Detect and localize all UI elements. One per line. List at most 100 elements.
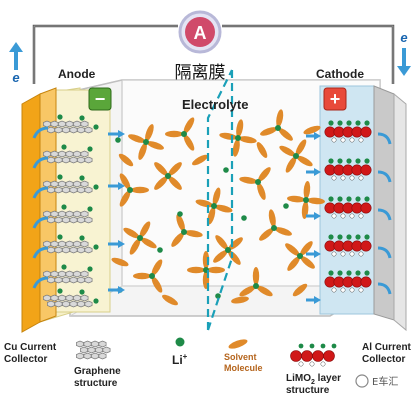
li-ion bbox=[61, 144, 67, 150]
solvent-molecule bbox=[146, 141, 164, 150]
solvent-molecule bbox=[118, 153, 134, 167]
li-ion bbox=[181, 229, 187, 235]
li-ion bbox=[337, 234, 343, 240]
metal-atom bbox=[349, 137, 355, 143]
graphene-label-1: Graphene bbox=[74, 366, 121, 377]
li-ion bbox=[303, 197, 309, 203]
li-ion bbox=[157, 247, 163, 253]
li-ion bbox=[61, 264, 67, 270]
solvent-molecule bbox=[119, 190, 131, 207]
graphene-hexagon bbox=[62, 156, 70, 164]
graphene-hexagon bbox=[80, 120, 89, 128]
limo2-label-1: LiMO2 layer bbox=[286, 373, 341, 386]
collector-flow-arrow bbox=[32, 186, 49, 199]
li-ion bbox=[223, 167, 229, 173]
li-ion bbox=[235, 135, 241, 141]
graphene-hexagon bbox=[77, 156, 85, 164]
electron-label-right: e bbox=[400, 30, 407, 45]
graphene-hexagon bbox=[65, 180, 74, 188]
metal-atom bbox=[331, 251, 337, 257]
li-ion bbox=[61, 204, 67, 210]
graphene-hexagon bbox=[77, 186, 85, 194]
external-circuit bbox=[32, 24, 395, 84]
solvent-molecule bbox=[145, 124, 154, 142]
solvent-cluster bbox=[219, 119, 257, 157]
solvent-molecule bbox=[171, 232, 184, 247]
li-ion bbox=[346, 234, 352, 240]
graphene-hexagon bbox=[84, 156, 93, 164]
graphene-hexagon bbox=[73, 210, 81, 218]
arrow-up-icon bbox=[9, 42, 23, 52]
solvent-cluster bbox=[187, 251, 225, 289]
graphene-hexagon bbox=[73, 270, 81, 278]
graphene-hexagon bbox=[54, 126, 63, 134]
al-collector-label-2: Collector bbox=[362, 354, 405, 365]
collector-flow-arrow bbox=[377, 208, 392, 221]
metal-atom bbox=[340, 287, 346, 293]
li-ion bbox=[177, 211, 183, 217]
electron-label-left: e bbox=[12, 70, 19, 85]
arrow-right-icon bbox=[118, 240, 125, 248]
graphene-hexagon bbox=[73, 150, 81, 158]
solvent-molecule bbox=[239, 285, 256, 297]
cu-collector-label-2: Collector bbox=[4, 354, 47, 365]
graphene-hexagon bbox=[50, 150, 59, 158]
li-ion bbox=[79, 175, 85, 181]
watermark-icon bbox=[355, 374, 369, 388]
metal-atom bbox=[358, 175, 364, 181]
graphene-hexagon bbox=[77, 216, 85, 224]
solvent-cluster bbox=[165, 117, 195, 151]
graphene-hexagon bbox=[58, 270, 66, 278]
solvent-molecule bbox=[236, 119, 244, 138]
graphene-hexagon bbox=[43, 240, 51, 248]
graphene-hexagon bbox=[50, 210, 59, 218]
legend-solvent-icon bbox=[228, 339, 248, 349]
graphene-hexagon bbox=[65, 210, 74, 218]
graphene-hexagon bbox=[47, 186, 55, 194]
li-ion bbox=[225, 247, 231, 253]
ammeter: A bbox=[178, 10, 222, 54]
li-ion bbox=[337, 158, 343, 164]
solvent-cluster bbox=[123, 221, 157, 255]
electron-flow-left: e bbox=[9, 42, 23, 85]
watermark-label: E车汇 bbox=[372, 375, 398, 388]
solvent-molecule bbox=[287, 256, 300, 271]
solvent-molecules bbox=[111, 109, 325, 306]
graphene-hexagon bbox=[80, 180, 89, 188]
solvent-molecule bbox=[252, 267, 260, 285]
solvent-molecule bbox=[123, 227, 140, 239]
solvent-cluster bbox=[259, 209, 292, 241]
solvent-molecule bbox=[300, 241, 313, 256]
solvent-cluster bbox=[239, 167, 271, 200]
li-ion bbox=[337, 270, 343, 276]
solvent-molecule bbox=[139, 221, 151, 238]
legend-limo2-icon bbox=[290, 343, 337, 367]
li-ion bbox=[328, 158, 334, 164]
limo2-label-2: structure bbox=[286, 385, 330, 396]
li-ion bbox=[328, 270, 334, 276]
oxygen-atom bbox=[360, 202, 372, 214]
graphene-hexagon bbox=[65, 150, 74, 158]
metal-atom bbox=[358, 137, 364, 143]
minus-symbol: − bbox=[95, 89, 106, 109]
solvent-cluster bbox=[239, 267, 273, 297]
solvent-molecule bbox=[278, 128, 293, 141]
solvent-molecule bbox=[232, 138, 240, 157]
graphene-hexagon bbox=[91, 340, 99, 348]
solvent-molecule bbox=[162, 294, 178, 306]
collector-flow-arrow bbox=[377, 282, 392, 295]
graphene-hexagon bbox=[62, 216, 70, 224]
solvent-molecule bbox=[287, 195, 305, 203]
li-ion bbox=[364, 158, 370, 164]
li-ion bbox=[93, 184, 99, 190]
graphene-hexagon bbox=[43, 180, 51, 188]
solvent-molecule bbox=[129, 238, 141, 255]
solvent-molecule bbox=[128, 134, 146, 143]
li-ion-label: Li+ bbox=[172, 352, 188, 367]
li-ion bbox=[253, 283, 259, 289]
arrow-right-icon bbox=[314, 250, 321, 258]
graphene-hexagon bbox=[77, 300, 85, 308]
arrow-right-icon bbox=[118, 182, 125, 190]
li-ion bbox=[115, 137, 121, 143]
graphene-hexagon bbox=[50, 294, 59, 302]
